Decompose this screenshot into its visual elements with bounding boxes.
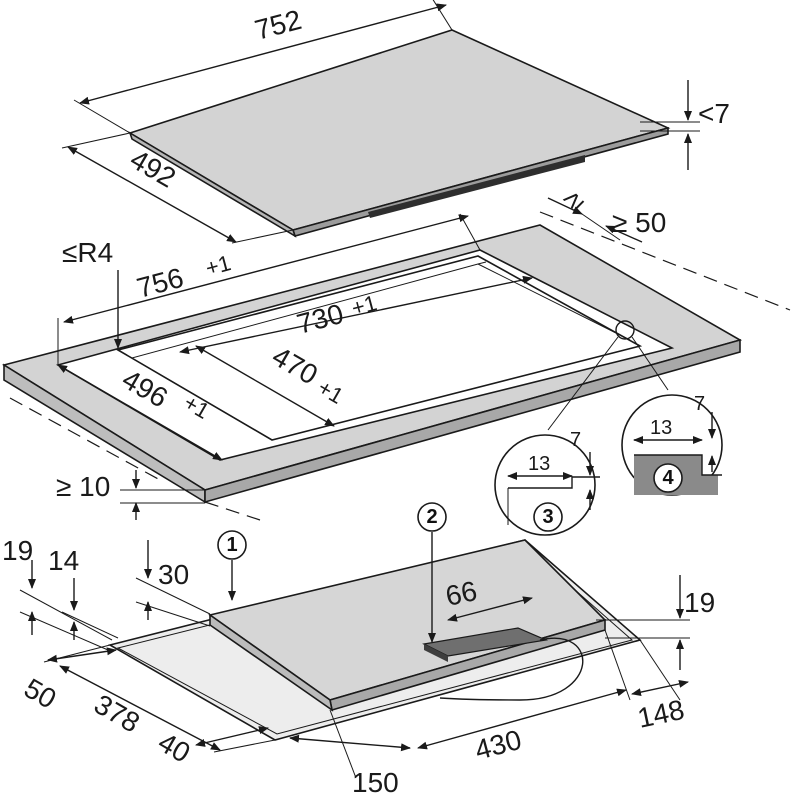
front-min-dimension (120, 470, 205, 520)
dim-66 (447, 596, 533, 622)
dim-430 (417, 629, 631, 750)
detail-4-depth: 7 (694, 393, 705, 415)
recess-width-tolerance: +1 (203, 250, 234, 281)
callout-1 (217, 530, 247, 601)
dim-50-label: 50 (19, 672, 61, 714)
edge-min-symbol: ≥ (556, 183, 589, 216)
recess-depth-dimension (57, 364, 223, 461)
dim-50 (43, 644, 117, 663)
dim-19-left (19, 560, 113, 651)
cut-width-dimension (179, 275, 533, 355)
dim-430-label: 430 (472, 724, 525, 766)
detail-4 (621, 394, 723, 496)
edge-min-dimension (547, 197, 643, 243)
dim-14 (61, 578, 119, 640)
hob-width-label: 752 (252, 4, 305, 46)
dim-30-label: 30 (158, 559, 189, 590)
detail-4-number: 4 (662, 467, 674, 489)
dim-150-label: 150 (352, 767, 399, 798)
dim-148-label: 148 (635, 694, 687, 734)
detail-4-width: 13 (650, 417, 672, 439)
detail-3-depth: 7 (570, 429, 581, 451)
hob-height-label: <7 (698, 98, 730, 129)
dim-14-label: 14 (48, 545, 79, 576)
connection-box (422, 627, 549, 662)
detail-3-number: 3 (542, 506, 553, 528)
detail-circle-marker (547, 320, 669, 431)
dim-66-label: 66 (443, 575, 480, 612)
dim-148 (631, 639, 689, 701)
dim-19-left-label: 19 (2, 535, 33, 566)
dim-378-label: 378 (89, 688, 145, 738)
dim-19-right (596, 575, 690, 670)
hob-width-dimension (73, 0, 453, 134)
edge-min-label: ≥ 50 (612, 207, 666, 238)
recess-width-dimension (57, 213, 481, 365)
dim-19-right-label: 19 (684, 587, 715, 618)
dim-150 (289, 709, 411, 779)
dim-30 (135, 540, 211, 627)
callout-2-number: 2 (426, 506, 437, 528)
dim-40 (195, 726, 269, 747)
callout-2 (417, 502, 447, 643)
worktop-dashed-guides (9, 211, 791, 521)
detail-3-width: 13 (528, 453, 550, 475)
front-min-label: ≥ 10 (56, 471, 110, 502)
callout-1-number: 1 (226, 534, 237, 556)
recess-width-label: 756 (134, 262, 187, 304)
detail-3 (494, 434, 600, 536)
radius-label: ≤R4 (62, 237, 113, 268)
hob-height-dimension (640, 80, 700, 170)
cut-depth-dimension (195, 345, 335, 427)
dim-40-label: 40 (153, 726, 195, 768)
